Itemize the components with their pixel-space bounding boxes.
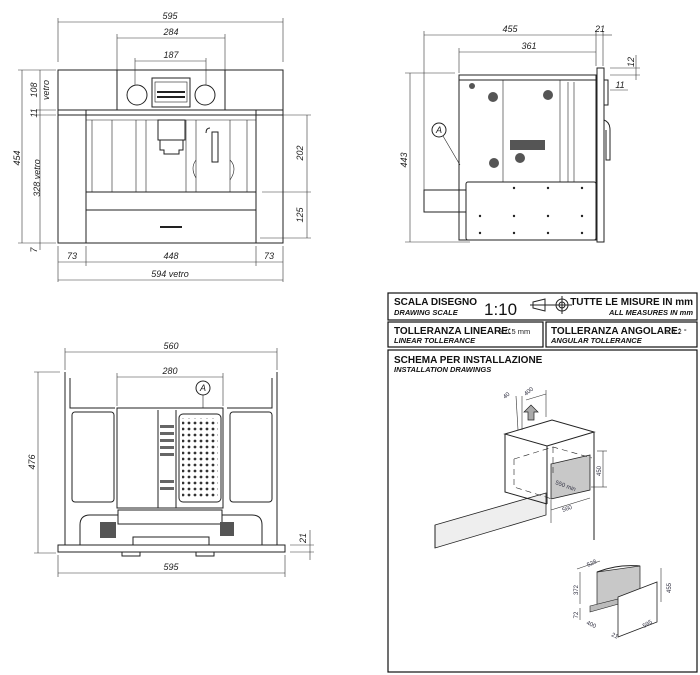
dim-width: 560 [562, 505, 574, 514]
unit-dim-height: 372 [574, 584, 580, 595]
right-knob-icon [194, 84, 216, 106]
dim-depth-total: 455 [502, 24, 518, 34]
dim-knob-spacing: 187 [163, 50, 179, 60]
airflow-arrow-icon [523, 404, 539, 421]
unit-dim-width: 595 [642, 619, 654, 630]
angular-tolerance-label: TOLLERANZA ANGOLARE: [551, 326, 681, 337]
dim-front-panel: 21 [594, 24, 605, 34]
dim-top-offset: 12 [626, 57, 636, 67]
dim-vent: 400 [523, 386, 535, 397]
display-panel [151, 77, 191, 108]
dim-control-width: 284 [162, 27, 178, 37]
title-block: SCALA DISEGNO DRAWING SCALE 1:10 TUTTE L… [387, 292, 698, 673]
projection-symbol-icon [530, 296, 572, 314]
unit-dim-total-height: 455 [667, 582, 673, 593]
marker-a: A [435, 125, 442, 135]
dim-handle: 11 [615, 80, 624, 90]
linear-tolerance-en: LINEAR TOLLERANCE [394, 336, 476, 345]
unit-dim-front: 21 [610, 632, 619, 641]
dim-glass-height: 328 vetro [32, 159, 42, 197]
front-panel [596, 67, 605, 243]
linear-tolerance-label: TOLLERANZA LINEARE: [394, 326, 511, 337]
left-knob-icon [126, 84, 148, 106]
dim-top-label: vetro [41, 80, 51, 100]
dim-top-height: 108 [29, 82, 39, 97]
angular-tolerance-value: ± 0.2 ° [665, 327, 687, 336]
dim-body-width: 560 [163, 341, 178, 351]
dim-lower-right: 125 [295, 207, 305, 223]
dim-inner-width: 280 [161, 366, 177, 376]
install-title: SCHEMA PER INSTALLAZIONE [394, 355, 543, 366]
unit-dim-drawer: 400 [585, 620, 597, 630]
dim-right-margin: 73 [264, 251, 274, 261]
dim-body-depth: 361 [521, 41, 536, 51]
marker-a: A [199, 383, 206, 393]
scale-value: 1:10 [484, 300, 517, 319]
dim-height: 443 [399, 152, 409, 167]
dim-base: 21 [298, 533, 308, 544]
side-view: A 455 21 361 12 11 443 [399, 24, 640, 243]
install-title-en: INSTALLATION DRAWINGS [394, 365, 491, 374]
installation-diagram: 40 400 450 550 min 560 528 372 455 72 40… [434, 386, 673, 641]
angular-tolerance-en: ANGULAR TOLLERANCE [550, 336, 643, 345]
scale-label: SCALA DISEGNO [394, 297, 477, 308]
dim-height: 450 [597, 465, 603, 476]
scale-label-en: DRAWING SCALE [394, 308, 459, 317]
dim-depth: 476 [27, 454, 37, 469]
units-label: TUTTE LE MISURE IN mm [570, 297, 693, 308]
unit-dim-depth: 528 [586, 559, 598, 569]
unit-dim-bottom: 72 [574, 611, 580, 618]
linear-tolerance-value: ± 0.5 mm [499, 327, 530, 336]
marker-a-circle [431, 122, 447, 138]
brand-logo [160, 226, 182, 228]
units-label-en: ALL MEASURES IN mm [608, 308, 693, 317]
dim-left-margin: 73 [67, 251, 77, 261]
dim-upper-right: 202 [295, 145, 305, 161]
dim-width-total: 595 [162, 11, 178, 21]
dim-glass-width: 594 vetro [151, 269, 189, 279]
dim-gap: 40 [502, 391, 511, 400]
dim-total-height: 454 [12, 150, 22, 165]
front-view: 595 284 187 454 108 vetro 11 328 vetro 7… [12, 11, 311, 282]
dim-center-width: 448 [163, 251, 178, 261]
dim-gap: 11 [29, 108, 39, 117]
dim-total-width: 595 [163, 562, 179, 572]
plan-view: A 560 280 476 21 595 [27, 341, 314, 577]
dim-bottom-gap: 7 [29, 247, 39, 253]
